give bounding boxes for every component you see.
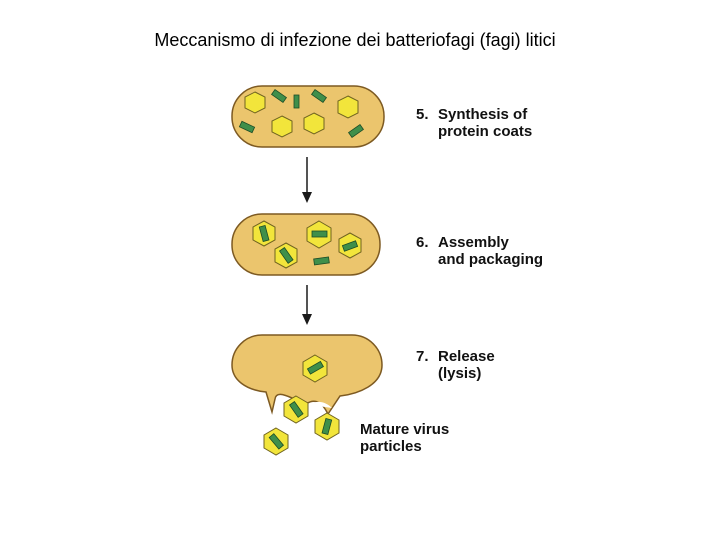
mature-virus-particle: [314, 412, 340, 441]
released-particles: [263, 395, 340, 456]
empty-capsid: [337, 95, 359, 119]
cell-stage-5: [231, 85, 385, 148]
filled-capsid: [274, 242, 298, 269]
dna-fragment: [238, 120, 256, 134]
dna-fragment: [270, 88, 288, 104]
mature-virus-particle: [263, 427, 289, 456]
dna-fragment: [313, 256, 330, 266]
mature-virus-particle: [283, 395, 309, 424]
step-7-label: 7.Release (lysis): [416, 348, 495, 382]
filled-capsid: [252, 220, 276, 247]
page-title: Meccanismo di infezione dei batteriofagi…: [154, 30, 556, 50]
empty-capsid: [244, 91, 266, 114]
filled-capsid: [306, 220, 332, 249]
arrow-5-to-6: [302, 157, 312, 203]
mature-virus-particles-label: Mature virus particles: [360, 421, 450, 455]
filled-capsid: [338, 232, 362, 259]
filled-capsid: [302, 354, 328, 383]
dna-fragment: [310, 88, 328, 104]
dna-fragment: [347, 123, 365, 139]
empty-capsid: [303, 112, 325, 135]
arrow-6-to-7: [302, 285, 312, 325]
cell-stage-6: [231, 213, 381, 276]
step-5-label: 5.Synthesis of protein coats: [416, 106, 533, 140]
empty-capsid: [271, 115, 293, 138]
cell-stage-7-lysed: [231, 334, 383, 416]
step-6-label: 6.Assembly and packaging: [416, 234, 544, 268]
dna-fragment: [293, 94, 300, 109]
